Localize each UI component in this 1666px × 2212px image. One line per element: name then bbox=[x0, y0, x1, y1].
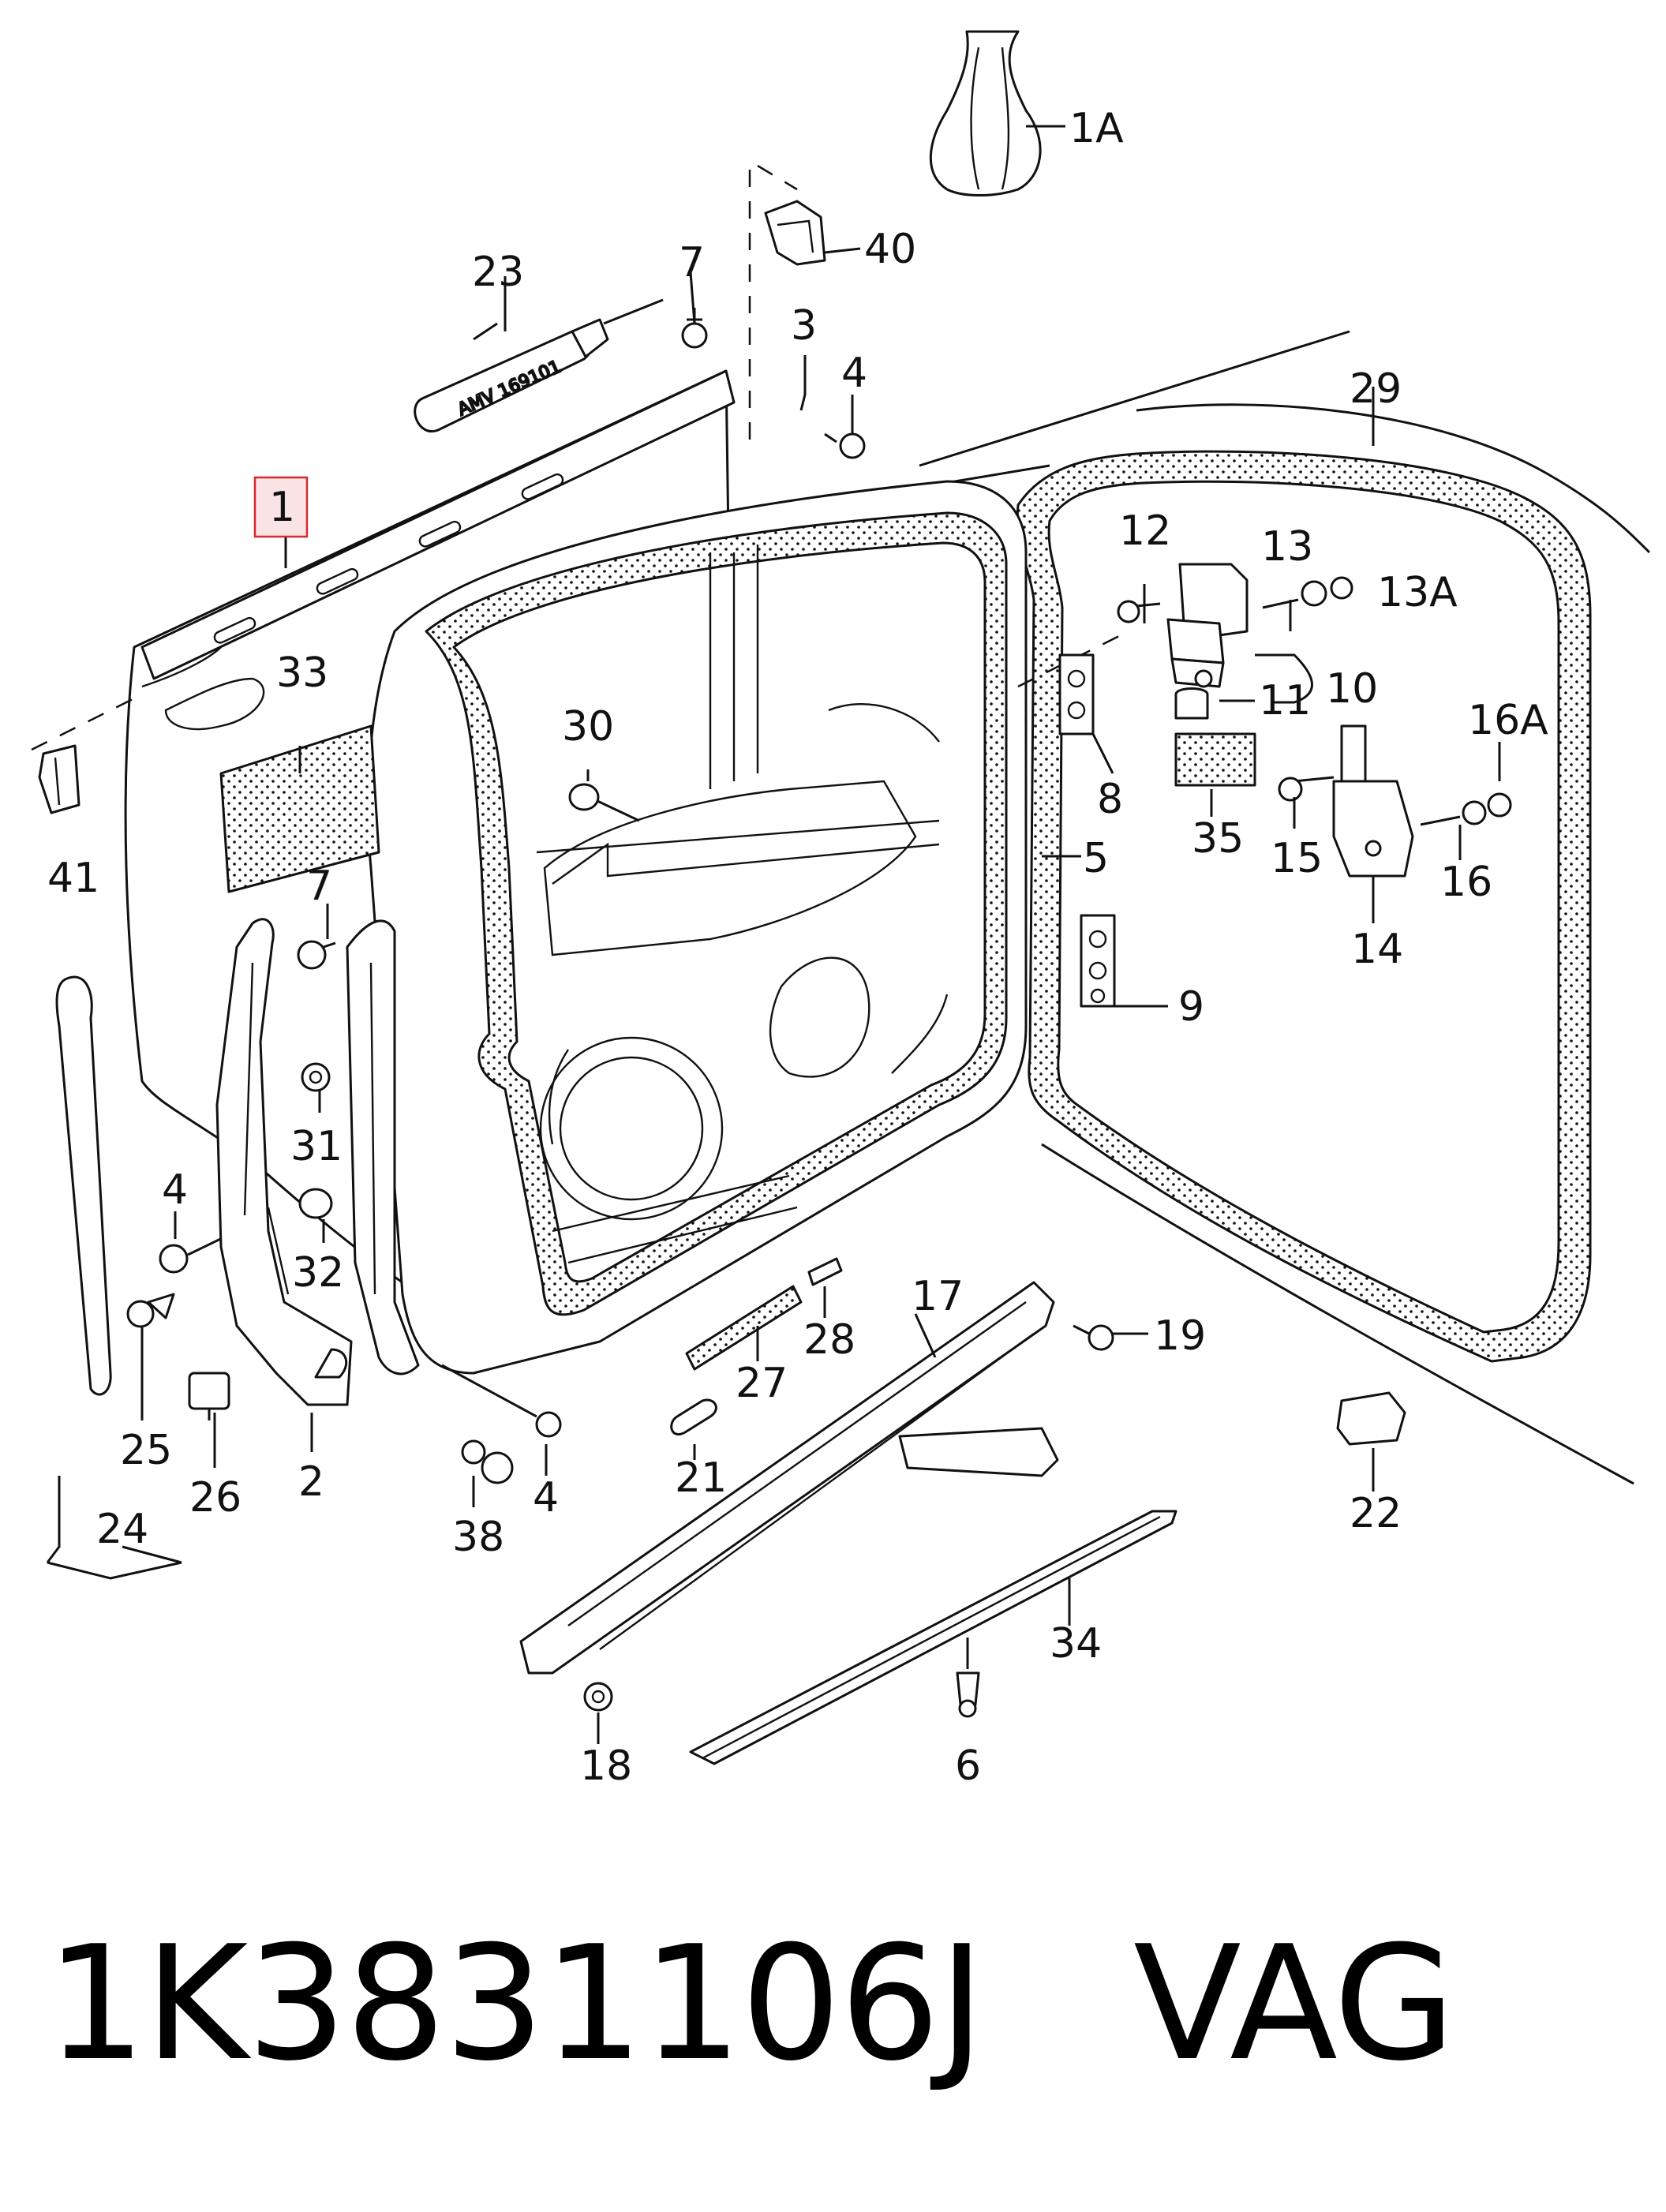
callout-13: 13 bbox=[1261, 523, 1313, 571]
part-32-plug bbox=[298, 1188, 333, 1219]
part-26-clip bbox=[188, 1372, 230, 1420]
callout-12: 12 bbox=[1119, 507, 1171, 555]
callout-labels: 1 1A 40 23 7 3 4 29 12 13 13A 11 10 16A … bbox=[47, 105, 1548, 1790]
part-24-strip bbox=[55, 975, 112, 1396]
footer-part-info: 1K3831106J VAG bbox=[46, 1910, 1624, 2099]
lower-hinge bbox=[1278, 724, 1512, 878]
callout-4-left: 4 bbox=[162, 1166, 188, 1214]
callout-14: 14 bbox=[1351, 926, 1403, 973]
callout-4-top: 4 bbox=[841, 350, 867, 397]
part-2-strip bbox=[215, 918, 353, 1406]
callout-4-bottom: 4 bbox=[533, 1474, 559, 1521]
callout-7-left: 7 bbox=[306, 863, 332, 910]
highlight-box-part-1 bbox=[253, 476, 309, 538]
callout-29: 29 bbox=[1350, 365, 1402, 413]
callout-41: 41 bbox=[47, 855, 99, 902]
upper-hinge bbox=[1117, 563, 1353, 787]
callout-6: 6 bbox=[955, 1742, 981, 1790]
callout-25: 25 bbox=[120, 1427, 172, 1474]
callout-40: 40 bbox=[864, 226, 916, 273]
callout-13A: 13A bbox=[1377, 569, 1458, 616]
callout-2: 2 bbox=[298, 1458, 324, 1506]
part-19-bolt bbox=[1073, 1324, 1114, 1351]
callout-18: 18 bbox=[580, 1742, 632, 1790]
part-4-bolt-top bbox=[824, 432, 866, 459]
callout-1: 1 bbox=[269, 484, 295, 531]
part-8-plate bbox=[1058, 653, 1095, 735]
callout-16: 16 bbox=[1440, 859, 1492, 906]
callout-22: 22 bbox=[1350, 1490, 1402, 1537]
part-38-clip bbox=[461, 1439, 514, 1484]
part-28-plug bbox=[807, 1257, 843, 1286]
callout-5: 5 bbox=[1083, 835, 1109, 882]
callout-23: 23 bbox=[472, 249, 524, 296]
part-34-sill-strip bbox=[689, 1510, 1177, 1765]
part-41-clip bbox=[38, 744, 80, 814]
callout-26: 26 bbox=[189, 1474, 241, 1521]
callout-32: 32 bbox=[292, 1249, 344, 1297]
callout-7-top: 7 bbox=[679, 239, 705, 286]
callout-9: 9 bbox=[1178, 983, 1204, 1031]
fasteners bbox=[126, 308, 1114, 1718]
callout-16A: 16A bbox=[1468, 697, 1548, 744]
callout-15: 15 bbox=[1271, 835, 1323, 882]
callout-1A: 1A bbox=[1069, 105, 1124, 152]
callout-19: 19 bbox=[1154, 1312, 1206, 1360]
part-18-nut bbox=[583, 1682, 613, 1712]
callout-3: 3 bbox=[791, 302, 817, 350]
outer-panel bbox=[31, 170, 1129, 751]
callout-27: 27 bbox=[736, 1360, 788, 1407]
part-31-grommet bbox=[301, 1062, 331, 1092]
part-17-sill-bracket bbox=[519, 1281, 1059, 1675]
exploded-parts-diagram: AMV 169101 bbox=[31, 30, 1651, 1790]
part-4-bolt-bottom bbox=[441, 1364, 562, 1438]
callout-11: 11 bbox=[1259, 677, 1311, 724]
part-6-clip bbox=[956, 1671, 980, 1718]
callout-21: 21 bbox=[675, 1454, 727, 1502]
part-7-screw-left bbox=[297, 940, 336, 970]
part-25-clip bbox=[126, 1293, 175, 1328]
callout-28: 28 bbox=[803, 1316, 855, 1364]
callout-24: 24 bbox=[96, 1506, 148, 1553]
callout-10: 10 bbox=[1326, 665, 1378, 713]
callout-30: 30 bbox=[562, 703, 614, 750]
part-9-plate bbox=[1080, 914, 1116, 1008]
part-23-tube: AMV 169101 bbox=[414, 298, 664, 433]
brand-name: VAG bbox=[1133, 1912, 1455, 2096]
part-22-plug bbox=[1336, 1391, 1406, 1446]
part-1A-bag bbox=[929, 30, 1065, 196]
part-40-clip bbox=[757, 164, 861, 266]
callout-35: 35 bbox=[1192, 815, 1244, 863]
part-number: 1K3831106J bbox=[46, 1912, 985, 2096]
part-27-strip bbox=[685, 1285, 803, 1371]
part-21-plug bbox=[670, 1398, 717, 1435]
callout-34: 34 bbox=[1050, 1620, 1102, 1667]
leader-lines bbox=[46, 271, 1501, 1744]
callout-33: 33 bbox=[276, 649, 328, 697]
part-30-plug bbox=[568, 783, 640, 822]
callout-38: 38 bbox=[452, 1514, 504, 1561]
part-33-pad bbox=[219, 724, 380, 893]
callout-17: 17 bbox=[912, 1273, 964, 1320]
door-edge-strip bbox=[346, 919, 420, 1375]
callout-31: 31 bbox=[290, 1123, 343, 1170]
callout-8: 8 bbox=[1097, 776, 1123, 823]
